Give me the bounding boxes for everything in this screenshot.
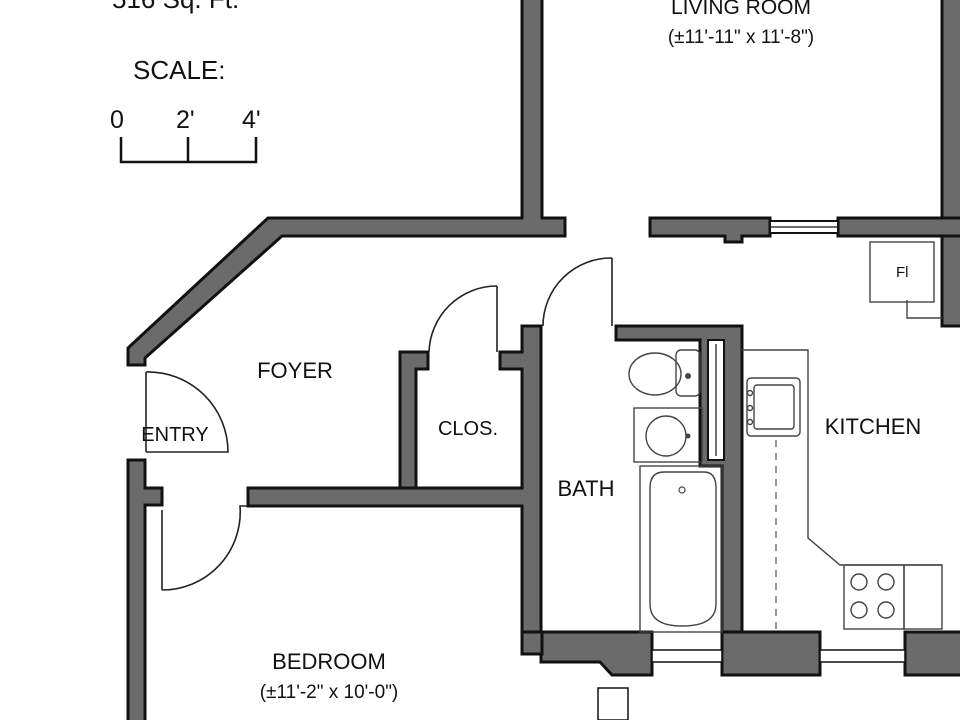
wall-bath-bottom: [539, 630, 654, 677]
closet-door: [428, 285, 498, 353]
fridge-label: Fl: [896, 264, 909, 281]
wall-living-right: [940, 0, 960, 220]
scale-tick-2: 2': [176, 106, 195, 134]
bedroom-label: BEDROOM: [272, 649, 386, 674]
bedroom-dims: (±11'-2" x 10'-0"): [260, 682, 399, 703]
windows: [597, 220, 906, 720]
wall-entry-left: [126, 458, 164, 720]
scale-bar: [119, 137, 258, 164]
foyer-label: FOYER: [257, 358, 333, 383]
wall-closet-right: [246, 324, 543, 647]
scale-tick-0: 0: [110, 106, 124, 134]
fridge-icon: [869, 241, 935, 303]
bath-sink-icon: [645, 415, 687, 457]
doors: [145, 257, 613, 591]
kitchen-label: KITCHEN: [825, 414, 922, 439]
bedroom-door: [161, 505, 248, 591]
living-room-dims: (±11'-11" x 11'-8"): [668, 27, 814, 48]
bath-fixtures: [628, 339, 725, 633]
bathtub-icon: [639, 465, 723, 633]
bath-label: BATH: [557, 476, 614, 501]
wall-kitchen-bottom: [720, 630, 822, 677]
wall-kitchen-right: [940, 234, 960, 328]
wall-living-kitchen: [648, 216, 772, 244]
closet-label: CLOS.: [438, 418, 498, 440]
scale-tick-4: 4': [242, 106, 261, 134]
wall-bottom-center: [520, 630, 544, 656]
bath-door: [542, 257, 613, 327]
scale-label: SCALE:: [133, 55, 226, 85]
kitchen-fixtures: Fl: [742, 241, 943, 630]
entry-door: [145, 371, 229, 453]
wall-closet-left: [398, 350, 430, 490]
entry-label: ENTRY: [141, 424, 208, 446]
wall-upper-left: [126, 0, 567, 367]
wall-bottom-right: [903, 630, 960, 677]
stove-icon: [843, 564, 905, 630]
living-room-label: LIVING ROOM: [671, 0, 811, 19]
area-label: 516 Sq. Ft.: [112, 0, 239, 14]
wall-living-kitchen-right: [836, 216, 960, 238]
toilet-icon: [628, 352, 682, 396]
